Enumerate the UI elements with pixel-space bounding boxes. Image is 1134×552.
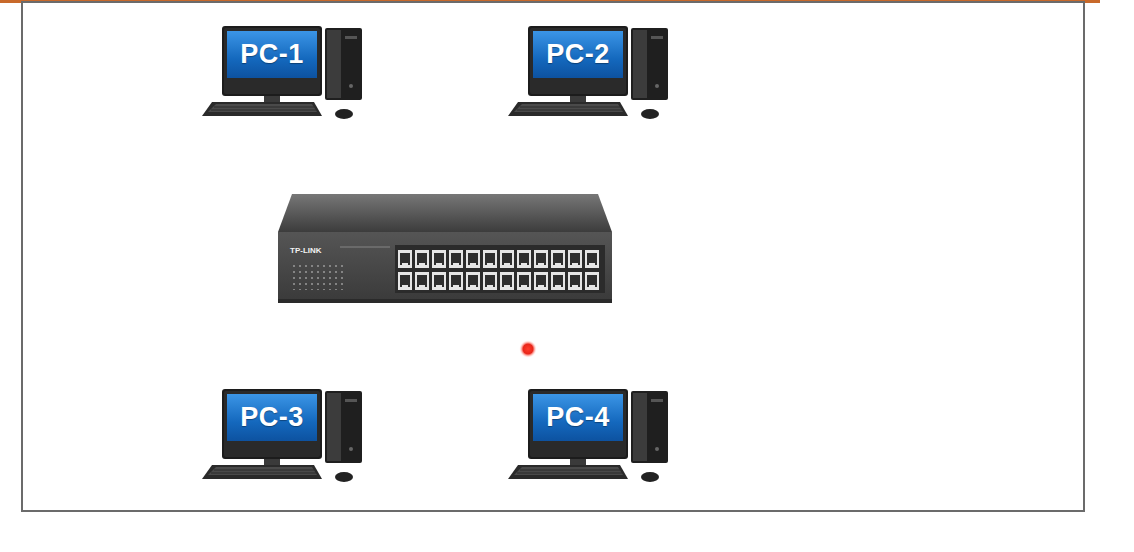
pc-label: PC-3 (240, 402, 304, 433)
brand-label: TP-LINK (290, 247, 322, 255)
frame-border (22, 2, 1084, 511)
monitor-screen: PC-1 (227, 31, 317, 78)
pointer-dot (519, 340, 537, 358)
pc-label: PC-1 (240, 39, 304, 70)
pc-label: PC-4 (546, 402, 610, 433)
switch-icon (278, 194, 612, 303)
pc-icon (508, 26, 668, 119)
pc-icon (202, 389, 362, 482)
pc-label: PC-2 (546, 39, 610, 70)
monitor-screen: PC-2 (533, 31, 623, 78)
pc-icon (508, 389, 668, 482)
monitor-screen: PC-4 (533, 394, 623, 441)
pc-icon (202, 26, 362, 119)
monitor-screen: PC-3 (227, 394, 317, 441)
